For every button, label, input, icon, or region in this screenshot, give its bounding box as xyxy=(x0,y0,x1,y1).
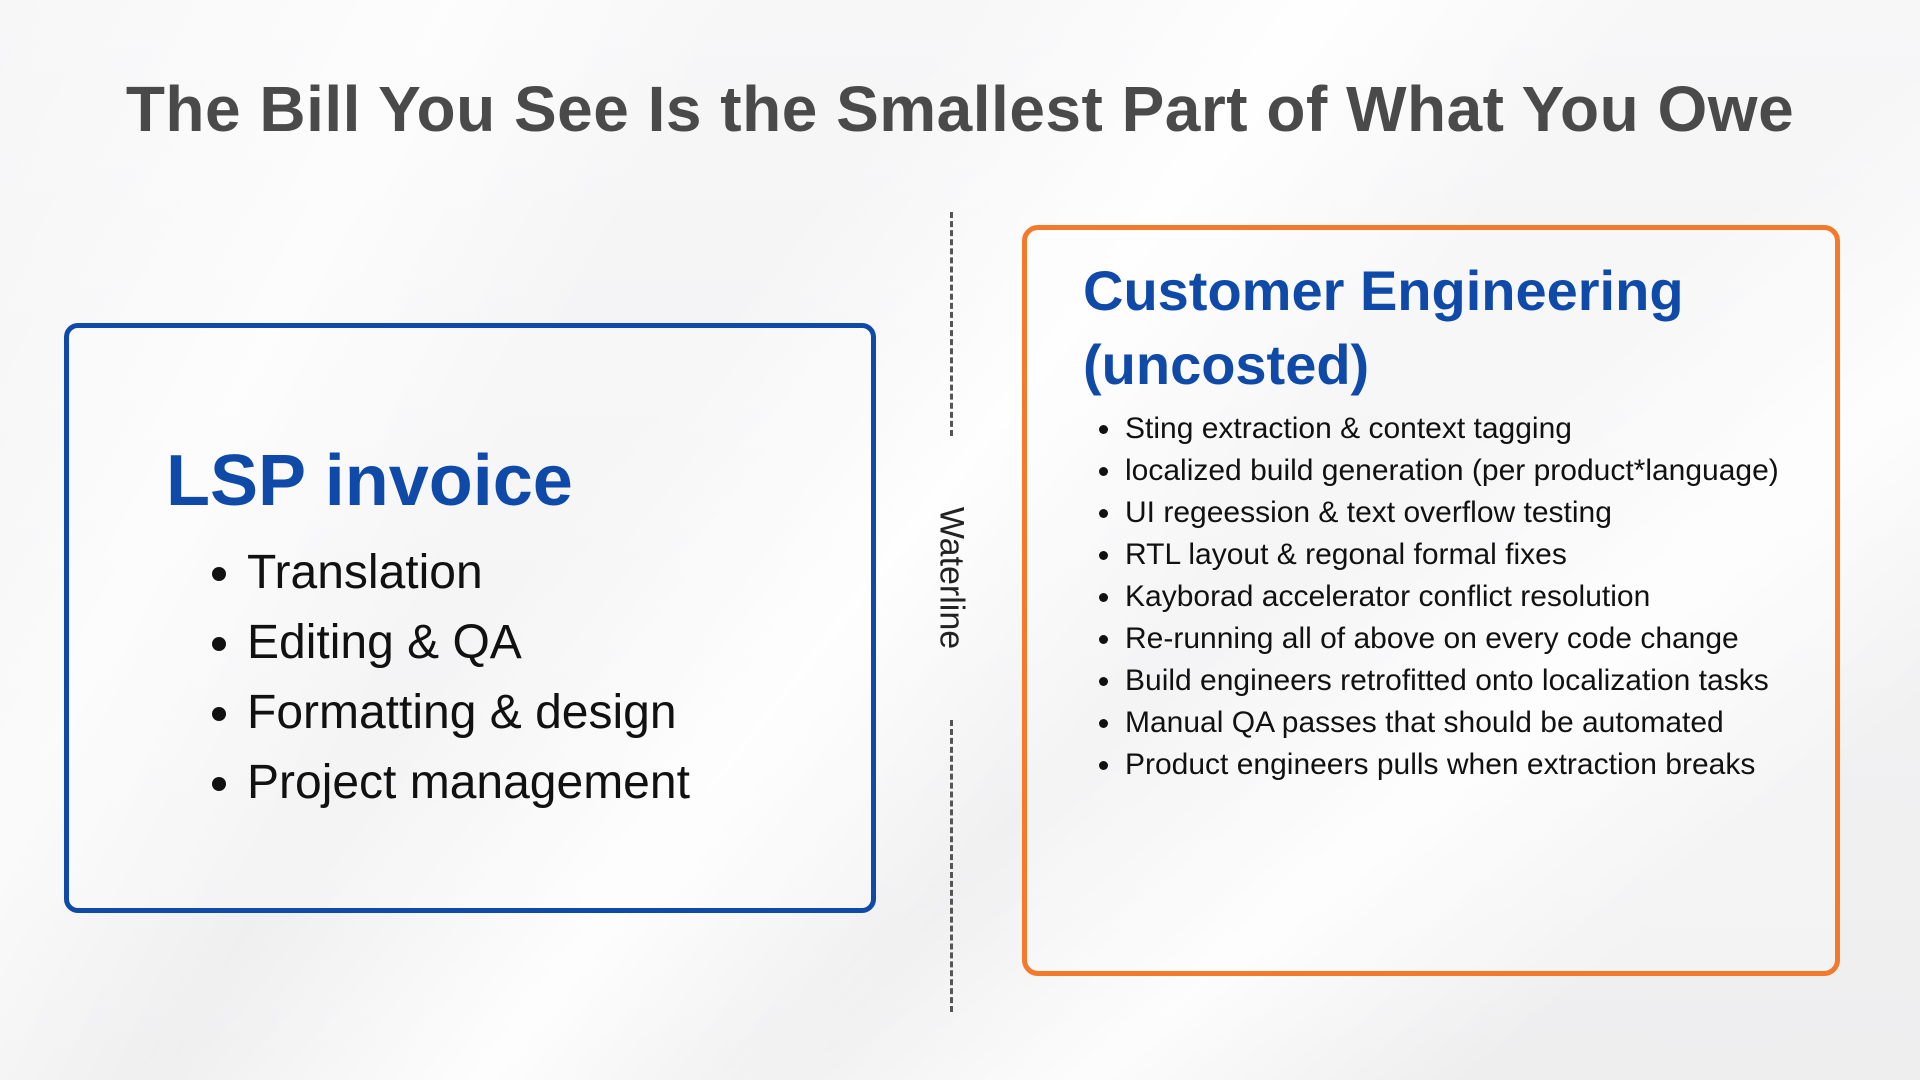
customer-engineering-list: Sting extraction & context tagging local… xyxy=(1085,408,1863,786)
list-item: Build engineers retrofitted onto localiz… xyxy=(1123,660,1863,702)
lsp-invoice-title: LSP invoice xyxy=(166,441,573,521)
list-item: Formatting & design xyxy=(247,678,690,748)
list-item: Translation xyxy=(247,538,690,608)
list-item: Sting extraction & context tagging xyxy=(1123,408,1863,450)
customer-engineering-title: Customer Engineering (uncosted) xyxy=(1083,259,1684,396)
list-item: Editing & QA xyxy=(247,608,690,678)
customer-engineering-box: Customer Engineering (uncosted) Sting ex… xyxy=(1022,225,1840,976)
list-item: RTL layout & regonal formal fixes xyxy=(1123,534,1863,576)
lsp-invoice-list: Translation Editing & QA Formatting & de… xyxy=(199,538,690,818)
list-item: Project management xyxy=(247,748,690,818)
waterline-divider-top xyxy=(950,212,953,436)
waterline-label: Waterline xyxy=(932,506,971,650)
waterline-divider-bottom xyxy=(950,720,953,1012)
list-item: UI regeession & text overflow testing xyxy=(1123,492,1863,534)
page-title: The Bill You See Is the Smallest Part of… xyxy=(125,73,1795,145)
list-item: Kayborad accelerator conflict resolution xyxy=(1123,576,1863,618)
list-item: Product engineers pulls when extraction … xyxy=(1123,744,1863,786)
list-item: localized build generation (per product*… xyxy=(1123,450,1863,492)
list-item: Manual QA passes that should be automate… xyxy=(1123,702,1863,744)
lsp-invoice-box: LSP invoice Translation Editing & QA For… xyxy=(64,323,876,913)
list-item: Re-running all of above on every code ch… xyxy=(1123,618,1863,660)
